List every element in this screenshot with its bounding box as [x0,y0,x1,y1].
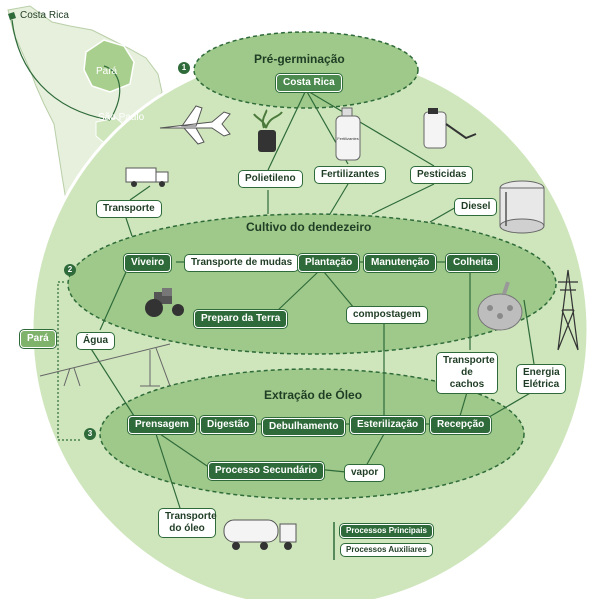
costa-rica-marker [8,12,16,20]
section-3-number: 3 [84,428,96,440]
line-prensagem-transporte-oleo [155,433,181,509]
line-transporte-to-cultivo [125,217,133,237]
fertilizantes-label: Fertilizantes [314,166,387,184]
pre-germination-title: Pré-germinação [254,52,345,66]
recepcao-node: Recepção [430,416,492,434]
airplane-icon [159,105,231,145]
esterilizacao-node: Esterilização [350,416,426,434]
line-prensagem-secundario [159,433,211,469]
preparo-terra-node: Preparo da Terra [194,310,288,328]
cultivation-location: Pará [20,330,56,348]
digestao-node: Digestão [200,416,257,434]
transporte-cachos-node: Transporte de cachos [436,352,498,394]
line-costa-rica-to-pesticidas [305,89,435,167]
route-line-2 [103,65,121,121]
bottle-label: Fertilizantes [337,136,359,141]
viveiro-node: Viveiro [124,254,172,272]
costa-rica-map-label: Costa Rica [20,10,69,21]
line-fertilizantes-to-cultivo [329,183,349,215]
extraction-title: Extração de Óleo [264,388,363,402]
para-state [83,39,135,93]
oil-tanker-icon [223,519,297,550]
line-agua-extraction [87,343,135,417]
diesel-label: Diesel [454,198,498,216]
transporte-mudas-node: Transporte de mudas [184,254,300,272]
line-vapor-esterilizacao [365,433,385,467]
sprayer-icon [423,108,477,149]
power-tower-icon [557,269,579,351]
pre-germination-ellipse [193,31,419,109]
section-1-number: 1 [178,62,190,74]
line-truck-to-transporte [129,185,151,201]
plantacao-node: Plantação [298,254,360,272]
line-agua-cultivo [99,271,127,331]
cultivation-ellipse [67,213,557,355]
compostagem-node: compostagem [346,306,428,324]
palm-fruit-bunch-icon [477,281,523,331]
dotted-section-link [57,281,82,441]
para-map-label: Pará [96,66,118,77]
line-diesel-to-cultivo [429,205,459,223]
agua-label: Água [76,332,115,350]
debulhamento-node: Debulhamento [262,418,346,436]
prensagem-node: Prensagem [128,416,196,434]
line-plantacao-preparo [275,271,319,313]
sao-paulo-map-label: São Paulo [98,112,145,123]
legend-main-processes: Processos Principais [340,524,433,538]
tractor-icon [145,288,184,317]
manutencao-node: Manutenção [364,254,437,272]
line-costa-rica-to-polietileno [267,89,307,171]
transporte-label: Transporte [96,200,162,218]
line-plantacao-compostagem [323,271,355,309]
pesticidas-label: Pesticidas [410,166,474,184]
line-energia-recepcao [483,391,533,421]
truck-icon [125,167,169,187]
section-2-number: 2 [64,264,76,276]
vapor-node: vapor [344,464,386,482]
polietileno-label: Polietileno [238,170,303,188]
route-line [11,19,111,121]
pre-germination-location: Costa Rica [276,74,342,92]
diesel-tank-icon [499,180,545,234]
irrigation-icon [39,343,171,387]
legend-aux-processes: Processos Auxiliares [340,543,433,557]
transporte-oleo-node: Transporte do óleo [158,508,217,538]
line-energia-cultivo [523,299,535,365]
energia-eletrica-label: Energia Elétrica [516,364,566,394]
fertilizer-bottle-icon: Fertilizantes [335,107,361,161]
colheita-node: Colheita [446,254,500,272]
cultivation-title: Cultivo do dendezeiro [246,220,372,234]
processo-secundario-node: Processo Secundário [208,462,325,480]
seedling-bag-icon [253,109,283,152]
line-pesticidas-to-cultivo [371,183,435,215]
connector-lines [57,89,535,560]
